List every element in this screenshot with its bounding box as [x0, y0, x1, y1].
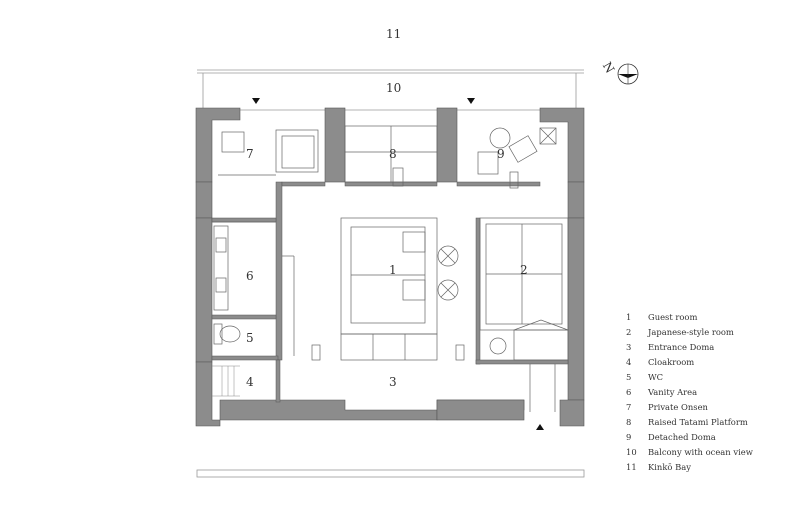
- legend-label: Guest room: [648, 312, 698, 322]
- legend-item: 11 Kinkō Bay: [626, 460, 786, 475]
- legend-item: 3 Entrance Doma: [626, 340, 786, 355]
- tatami-platform: [344, 125, 438, 187]
- legend-number: 2: [626, 327, 632, 337]
- legend-item: 10 Balcony with ocean view: [626, 445, 786, 460]
- japanese-room-tatami: [479, 217, 569, 361]
- exterior-walls: [195, 107, 585, 427]
- legend-number: 8: [626, 417, 632, 427]
- legend-item: 7 Private Onsen: [626, 400, 786, 415]
- armchairs: [437, 245, 459, 301]
- vanity-fixtures: [212, 221, 295, 356]
- legend-item: 4 Cloakroom: [626, 355, 786, 370]
- entry-arrows: [252, 98, 544, 430]
- label-entrance: 3: [389, 375, 397, 389]
- label-detached-doma: 9: [497, 147, 505, 161]
- cloak-shelves: [212, 365, 240, 397]
- legend-number: 6: [626, 387, 632, 397]
- legend-item: 1 Guest room: [626, 310, 786, 325]
- legend-label: Private Onsen: [648, 402, 708, 412]
- bed: [340, 217, 438, 361]
- label-guest-room: 1: [389, 263, 397, 277]
- legend-label: Vanity Area: [648, 387, 698, 397]
- compass-letter: N: [600, 60, 617, 76]
- legend-item: 6 Vanity Area: [626, 385, 786, 400]
- legend-label: Entrance Doma: [648, 342, 715, 352]
- label-japanese-room: 2: [520, 263, 528, 277]
- label-wc: 5: [246, 331, 254, 345]
- legend-item: 2 Japanese-style room: [626, 325, 786, 340]
- onsen-fixtures: [218, 129, 319, 176]
- legend-number: 5: [626, 372, 632, 382]
- legend: 1 Guest room 2 Japanese-style room 3 Entrance…: [626, 310, 786, 475]
- legend-number: 1: [626, 312, 632, 322]
- legend-label: Cloakroom: [648, 357, 695, 367]
- label-cloakroom: 4: [246, 375, 254, 389]
- legend-number: 11: [626, 462, 637, 472]
- legend-number: 10: [626, 447, 637, 457]
- wc-fixture: [213, 323, 241, 345]
- legend-number: 4: [626, 357, 632, 367]
- legend-label: Detached Doma: [648, 432, 716, 442]
- legend-item: 5 WC: [626, 370, 786, 385]
- legend-number: 3: [626, 342, 632, 352]
- label-bay: 11: [386, 27, 401, 41]
- entrance-door: [311, 344, 556, 412]
- legend-item: 9 Detached Doma: [626, 430, 786, 445]
- label-balcony: 10: [386, 81, 401, 95]
- label-vanity: 6: [246, 269, 254, 283]
- label-onsen: 7: [246, 147, 254, 161]
- label-tatami: 8: [389, 147, 397, 161]
- legend-label: WC: [648, 372, 664, 382]
- legend-number: 9: [626, 432, 632, 442]
- balcony-rail-bottom: [196, 469, 585, 478]
- north-compass-icon: [617, 63, 639, 85]
- legend-label: Japanese-style room: [648, 327, 734, 337]
- legend-number: 7: [626, 402, 632, 412]
- balcony-rail-top: [197, 69, 584, 111]
- legend-label: Balcony with ocean view: [648, 447, 753, 457]
- legend-item: 8 Raised Tatami Platform: [626, 415, 786, 430]
- interior-walls: [211, 181, 569, 403]
- detached-doma-fixtures: [477, 127, 557, 189]
- legend-label: Raised Tatami Platform: [648, 417, 748, 427]
- legend-label: Kinkō Bay: [648, 462, 691, 472]
